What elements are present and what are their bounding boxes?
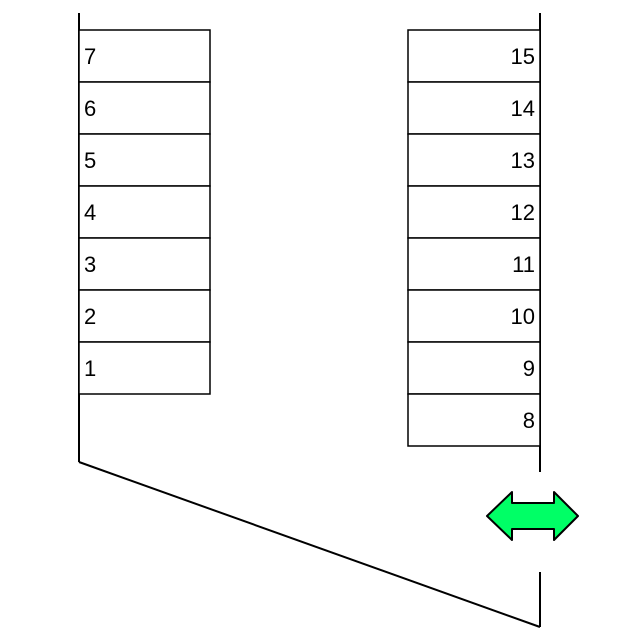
parking-space-9: 9 (407, 341, 541, 395)
parking-space-number: 10 (511, 304, 535, 329)
left-parking-column: 7 6 5 4 3 2 1 (78, 29, 211, 395)
parking-space-box (78, 81, 211, 135)
parking-space-number: 13 (511, 148, 535, 173)
diagonal-boundary-line (78, 461, 541, 628)
parking-space-number: 1 (84, 356, 96, 381)
parking-space-3: 3 (78, 237, 211, 291)
parking-space-number: 15 (511, 44, 535, 69)
parking-space-7: 7 (78, 29, 211, 83)
double-arrow-icon (486, 491, 579, 541)
parking-space-number: 5 (84, 148, 96, 173)
parking-space-box (78, 29, 211, 83)
parking-space-box (407, 393, 541, 447)
parking-space-box (407, 81, 541, 135)
parking-space-10: 10 (407, 289, 541, 343)
parking-space-number: 2 (84, 304, 96, 329)
parking-space-12: 12 (407, 185, 541, 239)
parking-space-box (78, 289, 211, 343)
parking-space-1: 1 (78, 341, 211, 395)
parking-space-number: 3 (84, 252, 96, 277)
parking-space-box (78, 185, 211, 239)
parking-space-8: 8 (407, 393, 541, 447)
parking-space-6: 6 (78, 81, 211, 135)
parking-space-number: 4 (84, 200, 96, 225)
parking-space-number: 9 (523, 356, 535, 381)
right-parking-column: 15 14 13 12 11 10 9 8 (407, 29, 541, 447)
parking-space-4: 4 (78, 185, 211, 239)
parking-space-box (78, 341, 211, 395)
parking-space-number: 6 (84, 96, 96, 121)
parking-space-box (78, 133, 211, 187)
parking-space-number: 7 (84, 44, 96, 69)
parking-space-number: 14 (511, 96, 535, 121)
parking-space-13: 13 (407, 133, 541, 187)
parking-space-box (407, 133, 541, 187)
parking-space-box (78, 237, 211, 291)
parking-space-box (407, 341, 541, 395)
parking-space-box (407, 29, 541, 83)
parking-space-15: 15 (407, 29, 541, 83)
parking-space-number: 8 (523, 408, 535, 433)
parking-space-number: 12 (511, 200, 535, 225)
parking-space-14: 14 (407, 81, 541, 135)
parking-space-11: 11 (407, 237, 541, 291)
parking-space-2: 2 (78, 289, 211, 343)
parking-space-number: 11 (512, 252, 535, 277)
parking-space-5: 5 (78, 133, 211, 187)
